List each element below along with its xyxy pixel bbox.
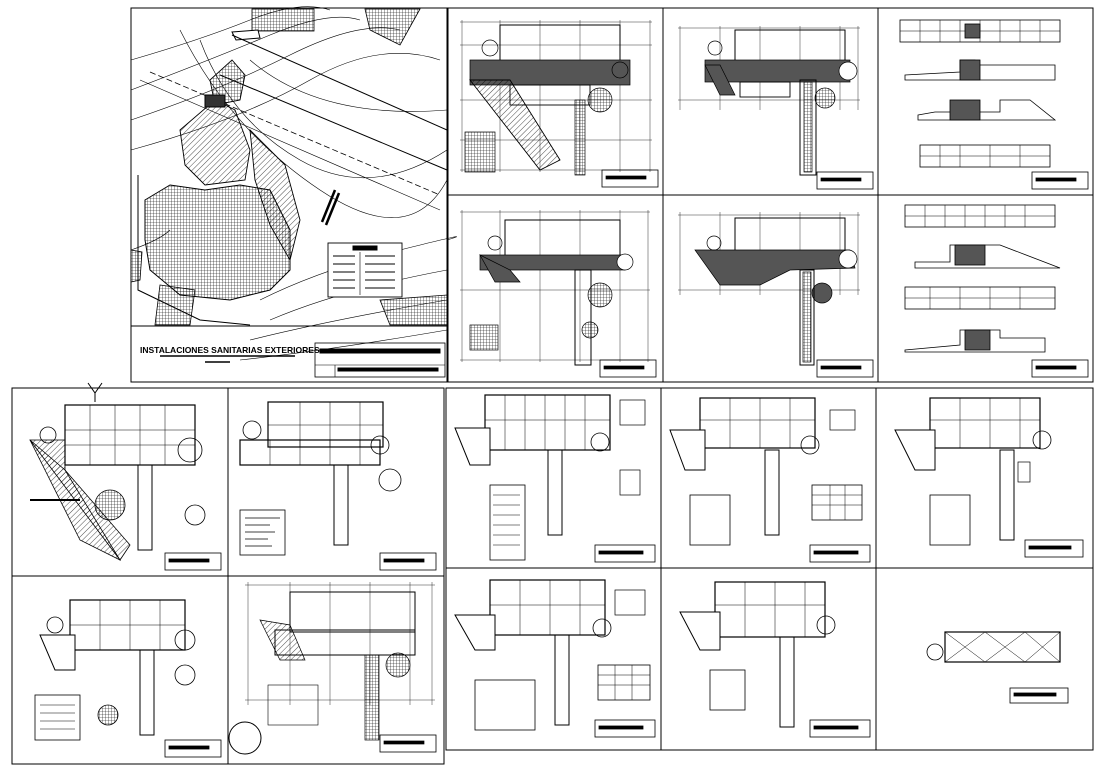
panel-plan-6 [227,387,445,577]
site-plan-drawing [130,6,457,378]
north-arrow [87,382,103,402]
panel-plan-3 [447,194,664,383]
elevations-2-drawing [904,204,1089,378]
plan-2-drawing [678,26,874,190]
panel-plan-11 [227,575,445,765]
panel-plan-10 [11,575,229,765]
panel-plan-4 [662,194,879,383]
plan-5-drawing [29,404,222,571]
panel-elevations-2 [877,194,1094,383]
plan-11-drawing [228,582,437,755]
plan-9-drawing [894,397,1084,558]
plan-7-drawing [454,394,656,563]
panel-plan-12 [445,567,662,751]
panel-plan-2 [662,7,879,196]
plan-14-drawing [926,631,1069,704]
plan-13-drawing [679,581,871,738]
plan-6-drawing [239,401,437,571]
plan-8-drawing [669,397,871,563]
elevations-1-drawing [899,19,1089,190]
panel-plan-13 [660,567,877,751]
plan-4-drawing [678,212,874,378]
site-plan-title: INSTALACIONES SANITARIAS EXTERIORES [140,345,320,355]
plan-12-drawing [454,579,656,738]
plan-1-drawing [460,20,659,188]
panel-plan-8 [660,387,877,569]
panel-plan-14 [875,567,1094,751]
panel-plan-7 [445,387,662,569]
panel-site-plan [130,7,448,383]
panel-frames [11,7,1094,765]
plan-10-drawing [34,599,222,758]
plan-3-drawing [460,210,657,378]
panel-plan-9 [875,387,1094,569]
